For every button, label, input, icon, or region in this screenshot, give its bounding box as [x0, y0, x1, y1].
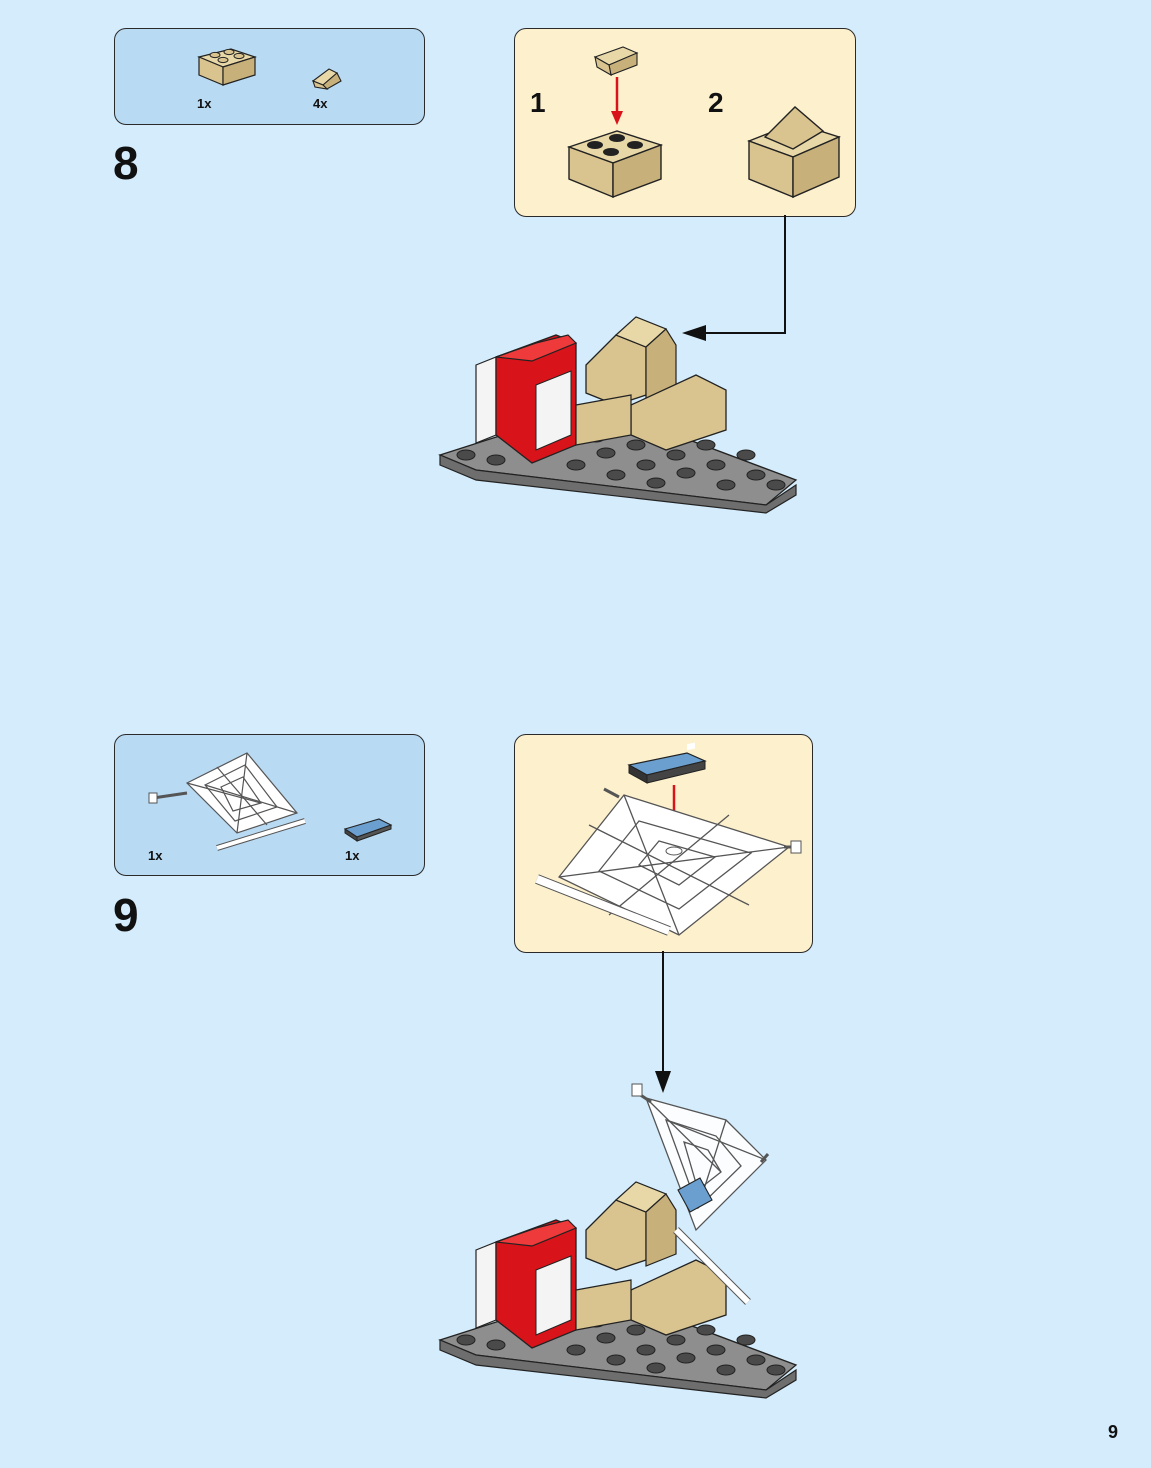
assembled-crate-icon	[747, 106, 841, 199]
step8-parts-box: 1x 4x	[114, 28, 425, 125]
step9-parts-box: 1x 1x	[114, 734, 425, 876]
page-number: 9	[1108, 1422, 1119, 1442]
tan-slope-icon	[311, 68, 342, 90]
red-arrow-icon	[611, 77, 623, 125]
model-step8	[438, 316, 798, 514]
step9-substep-box	[514, 734, 813, 953]
substep-number: 1	[530, 87, 546, 118]
tan-2x2-brick-icon	[197, 48, 257, 86]
step8-substep-box: 1 2	[514, 28, 856, 217]
step-number: 8	[113, 137, 139, 189]
spider-web-icon	[535, 787, 802, 936]
phone-tile-icon	[627, 742, 707, 784]
phone-tile-icon	[343, 818, 393, 842]
part-qty: 1x	[345, 848, 360, 863]
model-step9	[438, 1083, 798, 1399]
slope-piece-icon	[593, 46, 639, 77]
part-qty: 4x	[313, 96, 328, 111]
callout-arrow	[682, 215, 786, 341]
callout-arrow	[655, 951, 671, 1093]
part-qty: 1x	[197, 96, 212, 111]
spider-web-icon	[148, 752, 306, 851]
substep-number: 2	[708, 87, 724, 118]
tan-2x2-brick-icon	[566, 130, 664, 199]
part-qty: 1x	[148, 848, 163, 863]
step-number: 9	[113, 889, 139, 941]
